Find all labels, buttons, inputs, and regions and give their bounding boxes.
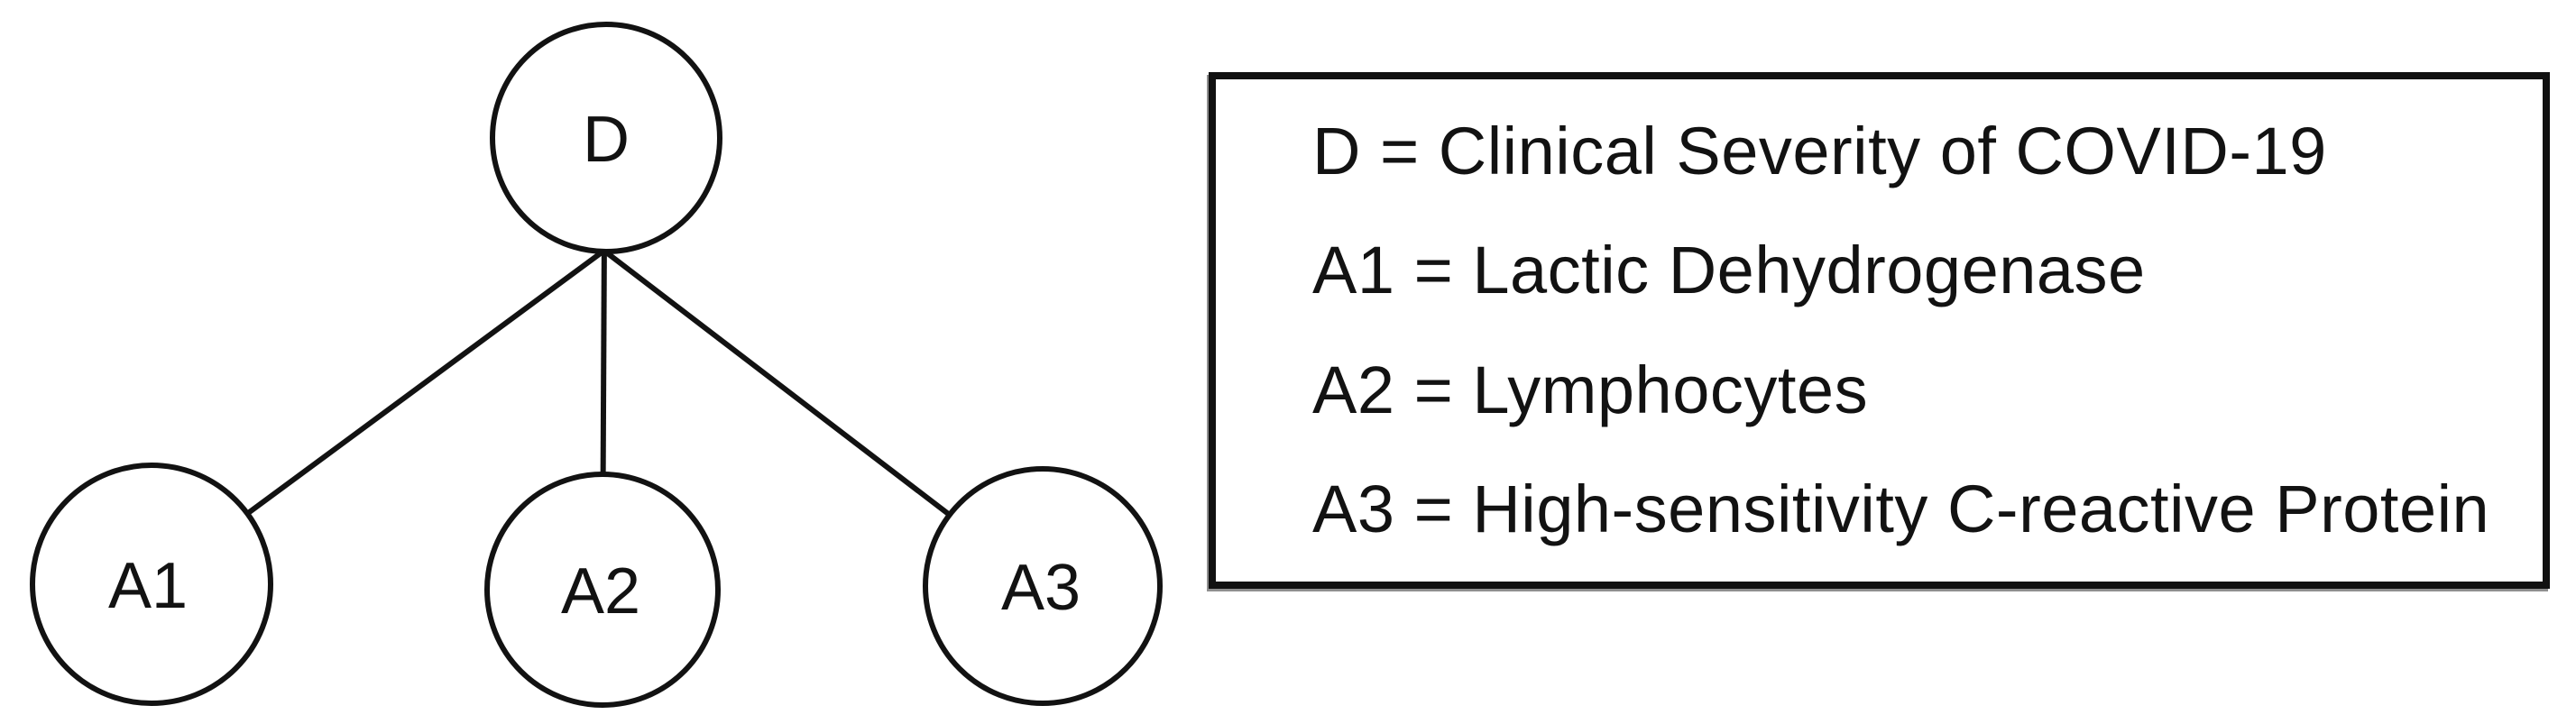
- legend-item-d: D = Clinical Severity of COVID-19: [1312, 92, 2525, 211]
- legend-item-a2-text: A2 = Lymphocytes: [1312, 352, 1869, 427]
- legend-item-a1: A1 = Lactic Dehydrogenase: [1312, 211, 2525, 330]
- node-a3: A3: [923, 466, 1163, 706]
- legend-box: D = Clinical Severity of COVID-19 A1 = L…: [1209, 72, 2550, 589]
- node-a3-circle: [923, 466, 1163, 706]
- node-d: D: [490, 22, 722, 254]
- legend-item-a3: A3 = High-sensitivity C-reactive Protein: [1312, 450, 2525, 569]
- node-a1: A1: [30, 463, 273, 706]
- legend-item-a1-text: A1 = Lactic Dehydrogenase: [1312, 233, 2146, 308]
- node-d-label: D: [583, 104, 630, 176]
- legend-item-d-text: D = Clinical Severity of COVID-19: [1312, 114, 2327, 189]
- node-a3-label: A3: [1001, 552, 1081, 624]
- node-a1-circle: [30, 463, 273, 706]
- node-a1-label: A1: [108, 550, 188, 622]
- node-a2: A2: [484, 472, 721, 708]
- legend-item-a3-text: A3 = High-sensitivity C-reactive Protein: [1312, 471, 2490, 546]
- legend-item-a2: A2 = Lymphocytes: [1312, 331, 2525, 450]
- node-a2-circle: [484, 472, 721, 708]
- node-a2-label: A2: [561, 555, 640, 628]
- node-d-circle: [490, 22, 722, 254]
